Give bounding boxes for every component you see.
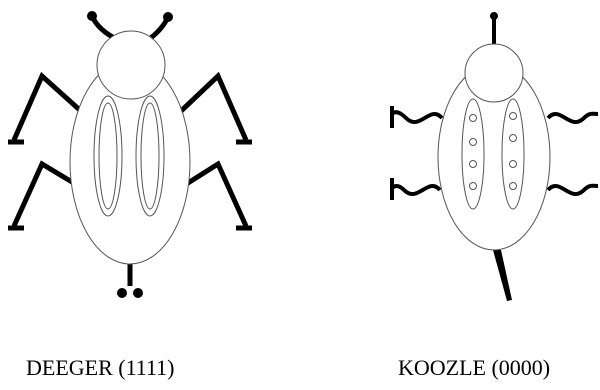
deeger-caption: DEEGER (1111) bbox=[26, 356, 174, 380]
deeger-leg-upper-right bbox=[180, 76, 246, 140]
deeger-antenna-left-tip bbox=[87, 11, 97, 21]
koozle-antenna-tip bbox=[490, 12, 498, 20]
koozle-caption: KOOZLE (0000) bbox=[398, 356, 550, 380]
deeger-tail-tip-left bbox=[117, 288, 127, 298]
koozle-creature bbox=[392, 12, 598, 301]
deeger-leg-upper-left bbox=[14, 76, 82, 140]
deeger-tail-tip-right bbox=[133, 288, 143, 298]
deeger-head bbox=[97, 31, 165, 99]
koozle-tail-spike bbox=[493, 250, 512, 301]
koozle-leg-lower-left bbox=[392, 186, 440, 194]
deeger-antenna-right-tip bbox=[163, 12, 173, 22]
koozle-head bbox=[465, 44, 523, 102]
koozle-leg-upper-right bbox=[548, 114, 598, 122]
deeger-creature bbox=[8, 11, 252, 298]
koozle-leg-lower-right bbox=[548, 186, 598, 194]
koozle-leg-upper-left bbox=[392, 112, 442, 122]
